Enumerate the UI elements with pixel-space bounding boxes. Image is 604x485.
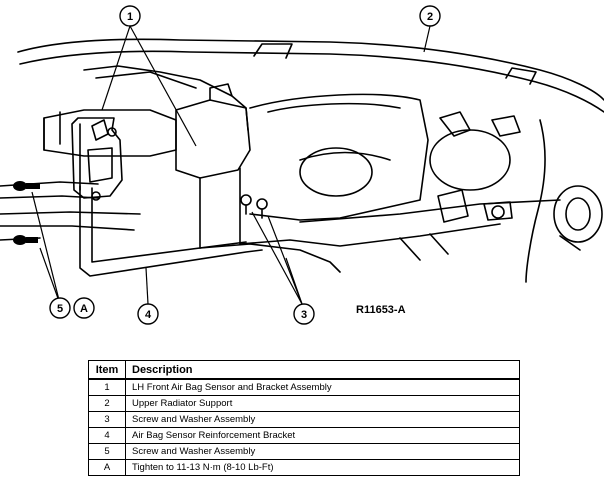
callout-1: 1 — [119, 5, 141, 27]
callout-2: 2 — [419, 5, 441, 27]
legend-description-cell: LH Front Air Bag Sensor and Bracket Asse… — [125, 378, 520, 396]
legend-item-cell: 3 — [88, 411, 126, 428]
legend-item-cell: 4 — [88, 427, 126, 444]
callout-1-label: 1 — [127, 11, 133, 23]
screw-5-upper — [13, 181, 40, 191]
legend-description-cell: Upper Radiator Support — [125, 395, 520, 412]
callout-4: 4 — [137, 303, 159, 325]
callout-5: 5 — [49, 297, 71, 319]
legend-header-item: Item — [88, 360, 126, 380]
callout-A: A — [73, 297, 95, 319]
legend-row: 2 Upper Radiator Support — [88, 395, 520, 412]
vehicle-structure-drawing — [0, 38, 604, 283]
legend-description-cell: Tighten to 11-13 N·m (8-10 Lb-Ft) — [125, 459, 520, 476]
legend-description-cell: Air Bag Sensor Reinforcement Bracket — [125, 427, 520, 444]
callout-3: 3 — [293, 303, 315, 325]
legend-item-cell: A — [88, 459, 126, 476]
legend-row: A Tighten to 11-13 N·m (8-10 Lb-Ft) — [88, 459, 520, 476]
callout-5-label: 5 — [57, 303, 63, 315]
legend-header-row: Item Description — [88, 360, 520, 380]
legend-description-cell: Screw and Washer Assembly — [125, 411, 520, 428]
legend-item-cell: 2 — [88, 395, 126, 412]
callout-A-label: A — [80, 303, 88, 315]
parts-legend-table: Item Description 1 LH Front Air Bag Sens… — [88, 360, 520, 476]
callout-3-label: 3 — [301, 309, 307, 321]
legend-item-cell: 5 — [88, 443, 126, 460]
legend-row: 1 LH Front Air Bag Sensor and Bracket As… — [88, 378, 520, 396]
leader-lines — [31, 25, 431, 305]
legend-item-cell: 1 — [88, 378, 126, 396]
figure-reference-code: R11653-A — [356, 304, 406, 316]
legend-header-description: Description — [125, 360, 520, 380]
callout-4-label: 4 — [145, 309, 152, 321]
callout-2-label: 2 — [427, 11, 433, 23]
legend-row: 3 Screw and Washer Assembly — [88, 411, 520, 428]
legend-row: 5 Screw and Washer Assembly — [88, 443, 520, 460]
legend-description-cell: Screw and Washer Assembly — [125, 443, 520, 460]
legend-row: 4 Air Bag Sensor Reinforcement Bracket — [88, 427, 520, 444]
screw-5-lower — [13, 235, 38, 245]
